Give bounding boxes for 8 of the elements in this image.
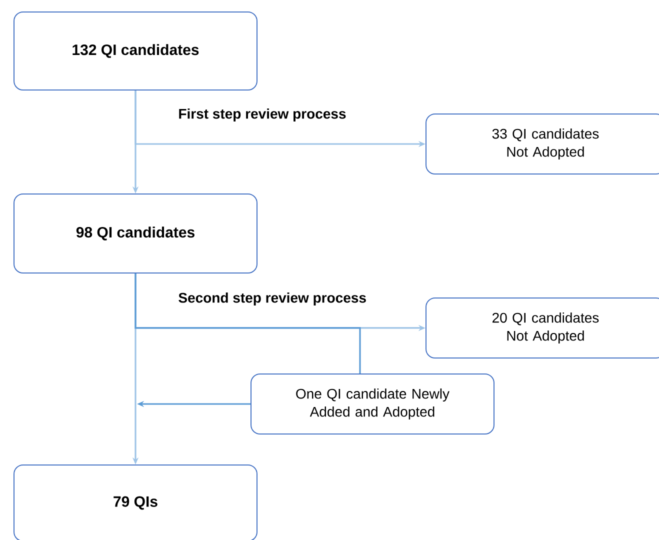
step-label: First step review process (179, 108, 346, 122)
process-box: One QI candidate Newly Added and Adopted (250, 373, 494, 434)
process-box: 79 QIs (14, 464, 258, 540)
process-box: 98 QI candidates (14, 194, 258, 274)
process-box: 132 QI candidates (14, 12, 258, 90)
step-label: Second step review process (178, 292, 366, 306)
process-box: 33 QI candidates Not Adopted (426, 114, 659, 174)
process-box: 20 QI candidates Not Adopted (426, 298, 659, 358)
